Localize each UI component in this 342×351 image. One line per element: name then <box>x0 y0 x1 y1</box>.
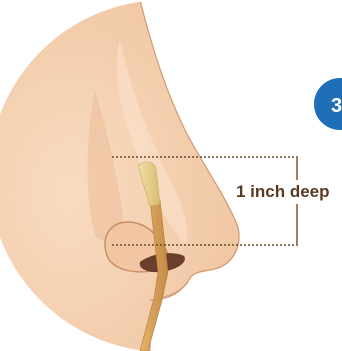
step-number: 3 <box>331 95 342 117</box>
step-badge: 3 <box>314 78 342 130</box>
depth-label: 1 inch deep <box>236 182 330 201</box>
face-illustration <box>0 0 239 351</box>
